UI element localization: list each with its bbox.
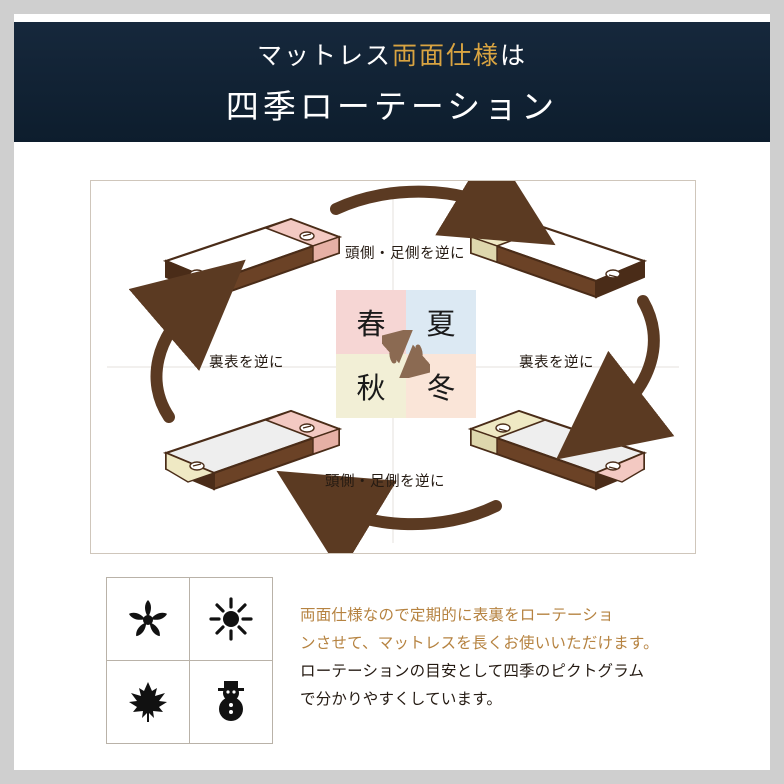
mattress-bottom-left <box>162 409 343 491</box>
cherry-blossom-icon <box>128 599 167 636</box>
label-left: 裏表を逆に <box>209 355 284 371</box>
rotation-diagram: 頭側・足側を逆に 裏表を逆に 裏表を逆に 頭側・足側を逆に <box>90 180 696 554</box>
mattress-bottom-right <box>467 409 648 491</box>
header-line2: 四季ローテーション <box>225 90 559 126</box>
arrow-bottom <box>276 470 502 553</box>
header-banner: マットレス両面仕様は 四季ローテーション <box>14 22 770 142</box>
label-bottom: 頭側・足側を逆に <box>325 474 445 490</box>
season-grid: 春 夏 秋 冬 <box>336 290 476 418</box>
description-line-4: で分かりやすくしています。 <box>300 691 503 708</box>
maple-leaf-icon <box>128 681 167 722</box>
pictogram-grid <box>105 576 273 744</box>
mattress-top-right <box>467 217 648 299</box>
label-top: 頭側・足側を逆に <box>345 246 465 262</box>
page-root: マットレス両面仕様は 四季ローテーション <box>14 14 770 770</box>
header-line1: マットレス両面仕様は <box>257 36 527 72</box>
description-line-2: ンさせて、マットレスを長くお使いいただけます。 <box>300 635 659 652</box>
label-right: 裏表を逆に <box>519 355 594 371</box>
arrow-right <box>556 295 675 460</box>
pictogram-cell-winter <box>188 659 273 744</box>
description-text: 両面仕様なので定期的に表裏をローテーショ ンさせて、マットレスを長くお使いいただ… <box>300 602 730 714</box>
pictogram-cell-spring <box>105 576 190 661</box>
season-cell-autumn: 秋 <box>336 354 406 418</box>
description-line-3: ローテーションの目安として四季のピクトグラム <box>300 663 645 680</box>
header-line1-suffix: は <box>500 43 528 70</box>
pictogram-cell-summer <box>188 576 273 661</box>
header-line1-prefix: マットレス <box>256 43 392 70</box>
header-line1-accent: 両面仕様 <box>391 43 500 70</box>
pictogram-cell-autumn <box>105 659 190 744</box>
arrow-top <box>330 181 556 246</box>
diagram-svg <box>107 181 679 553</box>
mattress-top-left <box>162 217 343 299</box>
arrow-left <box>128 259 246 423</box>
rotation-cycle-icon <box>382 330 430 378</box>
sun-icon <box>208 596 253 641</box>
season-cell-summer: 夏 <box>406 290 476 354</box>
snowman-icon <box>217 680 244 721</box>
description-line-1: 両面仕様なので定期的に表裏をローテーショ <box>300 607 614 624</box>
